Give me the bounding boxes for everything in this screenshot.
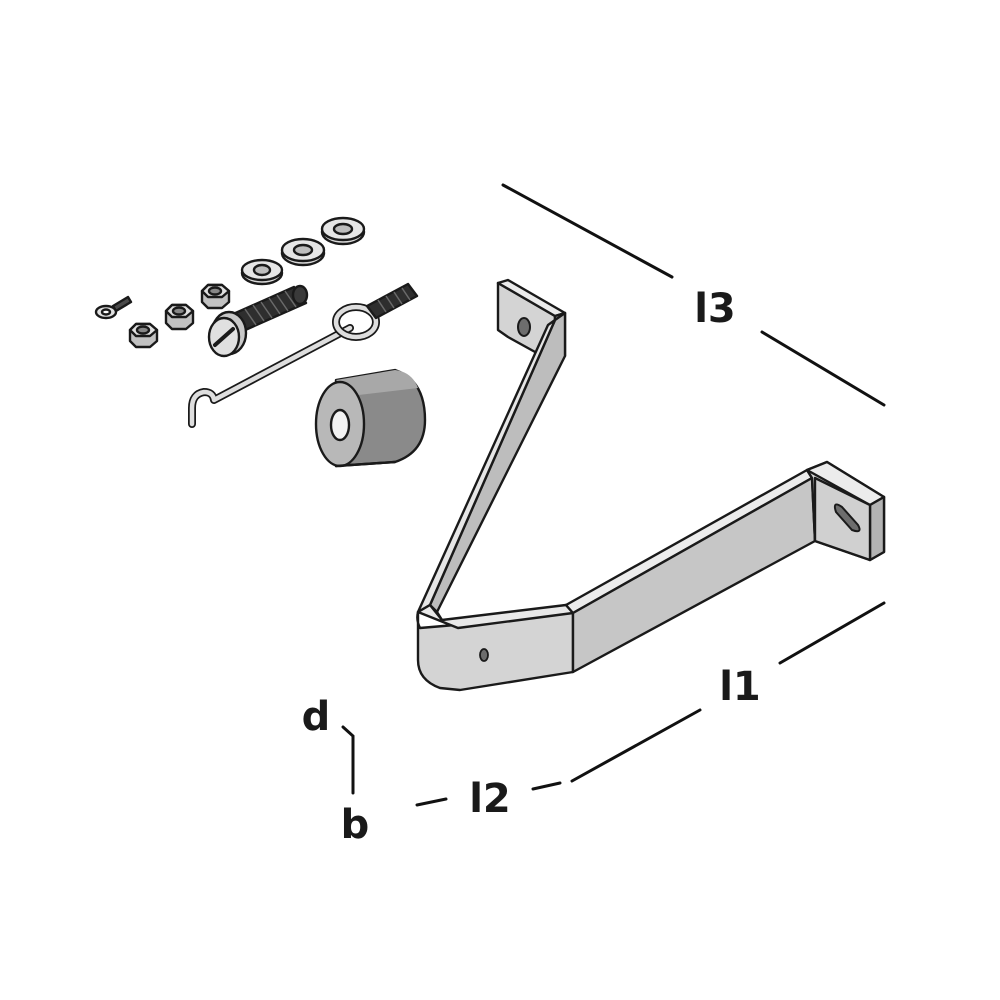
spacer-sleeve	[314, 368, 427, 468]
slot	[213, 327, 235, 347]
threaded-bolt	[207, 284, 309, 358]
label-l1: l1	[719, 664, 761, 710]
label-d: d	[302, 694, 331, 740]
dimension-d-b: d b	[302, 694, 370, 848]
hex-nut	[200, 283, 231, 310]
dimension-l3: l3	[501, 183, 886, 407]
dimension-l2: l2	[415, 776, 562, 822]
bottom-section	[416, 603, 575, 692]
eye-screw	[94, 295, 133, 320]
washer	[280, 237, 326, 267]
hex-nut	[164, 303, 195, 331]
right-arm	[564, 468, 817, 674]
label-l2: l2	[469, 776, 511, 822]
washer	[320, 216, 366, 246]
mounting-hole	[517, 317, 531, 337]
bracket	[416, 278, 886, 692]
label-l3: l3	[694, 286, 736, 332]
dimension-l1: l1	[570, 601, 886, 783]
hook-rod	[188, 282, 419, 428]
right-mounting-tab	[805, 460, 886, 562]
left-arm	[416, 311, 567, 622]
slot-hole	[833, 503, 861, 533]
hex-nut	[128, 322, 159, 349]
bottom-hole	[479, 648, 489, 662]
washer	[240, 258, 284, 286]
label-b: b	[341, 802, 370, 848]
